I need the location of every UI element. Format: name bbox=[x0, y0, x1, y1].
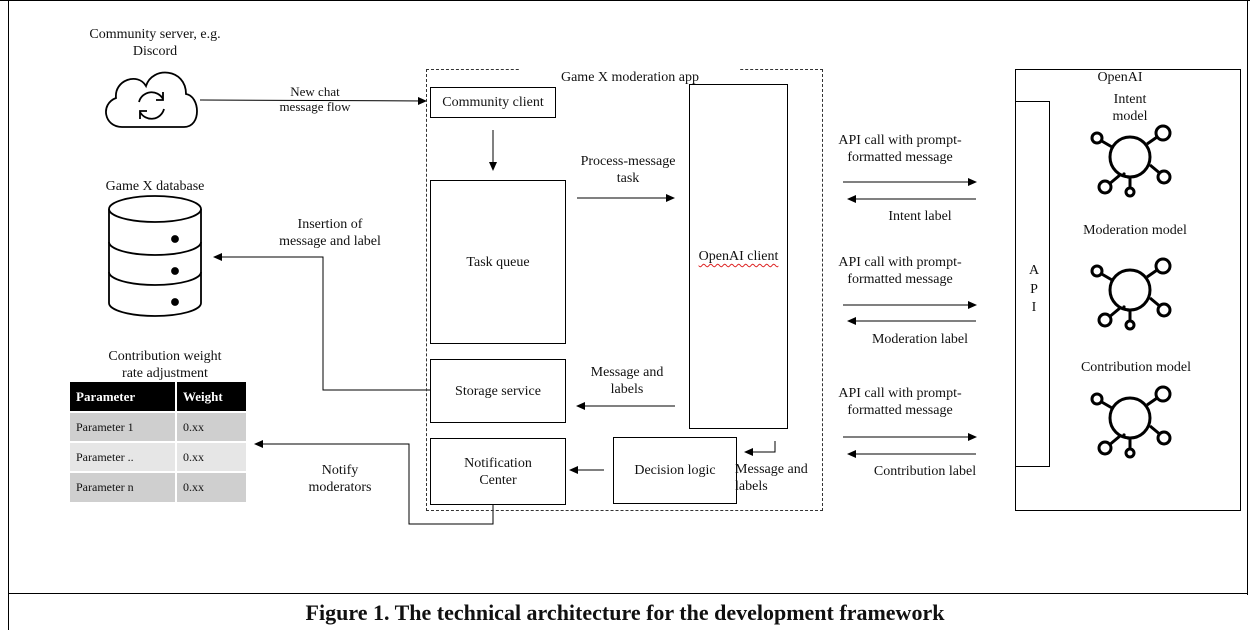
moderation-app-title: Game X moderation app bbox=[520, 69, 740, 86]
arrow-new-chat bbox=[199, 96, 427, 105]
contribution-title: Contribution weight rate adjustment bbox=[80, 348, 250, 382]
arrow-insertion bbox=[213, 253, 430, 391]
table-row: Parameter n 0.xx bbox=[70, 471, 246, 502]
table-row: Parameter 1 0.xx bbox=[70, 411, 246, 442]
storage-service-box: Storage service bbox=[430, 359, 566, 423]
insertion-label-line-1: Insertion of bbox=[297, 217, 363, 232]
notify-label-line-1: Notify bbox=[321, 463, 359, 478]
notification-center-box: Notification Center bbox=[430, 438, 566, 505]
parameter-name: Parameter n bbox=[70, 471, 176, 502]
message-labels-label-1: Message and labels bbox=[577, 364, 677, 398]
contribution-model-icon bbox=[1090, 385, 1172, 459]
community-server-label-line-2: Discord bbox=[132, 44, 178, 59]
api-call-label-1: API call with prompt- formatted message bbox=[810, 132, 990, 166]
parameter-table-header-row: Parameter Weight bbox=[70, 382, 246, 412]
contribution-label-text: Contribution label bbox=[873, 464, 977, 479]
parameter-name: Parameter 1 bbox=[70, 411, 176, 442]
parameter-weight: 0.xx bbox=[175, 411, 246, 442]
api-call-2-line-2: formatted message bbox=[847, 272, 953, 287]
community-client-box: Community client bbox=[430, 87, 556, 118]
api-call-label-2: API call with prompt- formatted message bbox=[810, 254, 990, 288]
decision-logic-box: Decision logic bbox=[613, 437, 737, 504]
process-message-label: Process-message task bbox=[563, 153, 693, 187]
parameter-header: Parameter bbox=[70, 382, 176, 412]
notify-label-line-2: moderators bbox=[308, 480, 372, 495]
api-call-2-line-1: API call with prompt- bbox=[838, 255, 962, 270]
contribution-model-label: Contribution model bbox=[1080, 360, 1192, 375]
table-row: Parameter .. 0.xx bbox=[70, 441, 246, 472]
api-call-3-line-1: API call with prompt- bbox=[838, 386, 962, 401]
intent-model-label-line-1: Intent bbox=[1113, 92, 1147, 107]
process-message-label-line-1: Process-message bbox=[580, 154, 676, 169]
process-message-label-line-2: task bbox=[616, 171, 640, 186]
api-letter-a: A bbox=[1028, 263, 1040, 278]
intent-model-icon bbox=[1090, 124, 1172, 198]
community-client-label: Community client bbox=[442, 95, 544, 110]
moderation-model-label: Moderation model bbox=[1083, 223, 1187, 238]
message-labels-1-line-1: Message and bbox=[590, 365, 664, 380]
new-chat-label-line-1: New chat bbox=[290, 84, 340, 99]
parameter-weight: 0.xx bbox=[175, 441, 246, 472]
decision-logic-label: Decision logic bbox=[634, 463, 716, 478]
parameter-name: Parameter .. bbox=[70, 441, 176, 472]
arrow-notify bbox=[254, 440, 494, 525]
caption-separator bbox=[8, 593, 1248, 594]
insertion-label: Insertion of message and label bbox=[255, 216, 405, 250]
community-server-label: Community server, e.g. Discord bbox=[55, 26, 255, 60]
notification-center-label-line-1: Notification bbox=[464, 455, 532, 471]
parameter-weight: 0.xx bbox=[175, 471, 246, 502]
new-chat-label-line-2: message flow bbox=[279, 99, 351, 114]
task-queue-label: Task queue bbox=[466, 254, 530, 270]
frame-right-border bbox=[1247, 0, 1248, 595]
database-icon bbox=[108, 195, 202, 317]
task-queue-box: Task queue bbox=[430, 180, 566, 344]
message-labels-1-line-2: labels bbox=[610, 382, 644, 397]
api-letter-i: I bbox=[1031, 300, 1037, 315]
contribution-title-line-1: Contribution weight bbox=[108, 349, 222, 364]
contribution-title-line-2: rate adjustment bbox=[122, 366, 208, 381]
api-call-1-line-2: formatted message bbox=[847, 150, 953, 165]
insertion-label-line-2: message and label bbox=[279, 234, 381, 249]
frame-top-border bbox=[0, 0, 1250, 1]
intent-label-text: Intent label bbox=[888, 209, 952, 224]
storage-service-label: Storage service bbox=[455, 383, 541, 399]
openai-title: OpenAI bbox=[1097, 70, 1143, 85]
api-call-1-line-1: API call with prompt- bbox=[838, 133, 962, 148]
new-chat-label: New chat message flow bbox=[255, 84, 375, 114]
api-call-label-3: API call with prompt- formatted message bbox=[810, 385, 990, 419]
frame-left-border bbox=[8, 0, 9, 630]
api-call-3-line-2: formatted message bbox=[847, 403, 953, 418]
notify-label: Notify moderators bbox=[290, 462, 390, 496]
message-labels-label-2: Message and labels bbox=[735, 461, 835, 495]
weight-header: Weight bbox=[175, 382, 246, 412]
message-labels-2-line-1: Message and bbox=[735, 462, 808, 477]
openai-client-box: OpenAI client bbox=[689, 84, 788, 429]
api-bar bbox=[1015, 101, 1050, 467]
intent-model-label: Intent model bbox=[1090, 91, 1170, 125]
cloud-sync-icon bbox=[105, 71, 198, 128]
notification-center-label-line-2: Center bbox=[479, 472, 517, 488]
moderation-model-icon bbox=[1090, 257, 1172, 331]
intent-model-label-line-2: model bbox=[1112, 109, 1148, 124]
parameter-table: Parameter Weight Parameter 1 0.xx Parame… bbox=[70, 382, 246, 502]
database-label: Game X database bbox=[105, 179, 205, 194]
community-server-label-line-1: Community server, e.g. bbox=[89, 27, 221, 42]
figure-caption: Figure 1. The technical architecture for… bbox=[305, 600, 945, 625]
openai-client-label: OpenAI client bbox=[698, 249, 779, 264]
arrow-to-decision-logic bbox=[744, 441, 776, 456]
message-labels-2-line-2: labels bbox=[735, 479, 768, 494]
api-letter-p: P bbox=[1030, 282, 1038, 297]
moderation-label-text: Moderation label bbox=[871, 332, 969, 347]
